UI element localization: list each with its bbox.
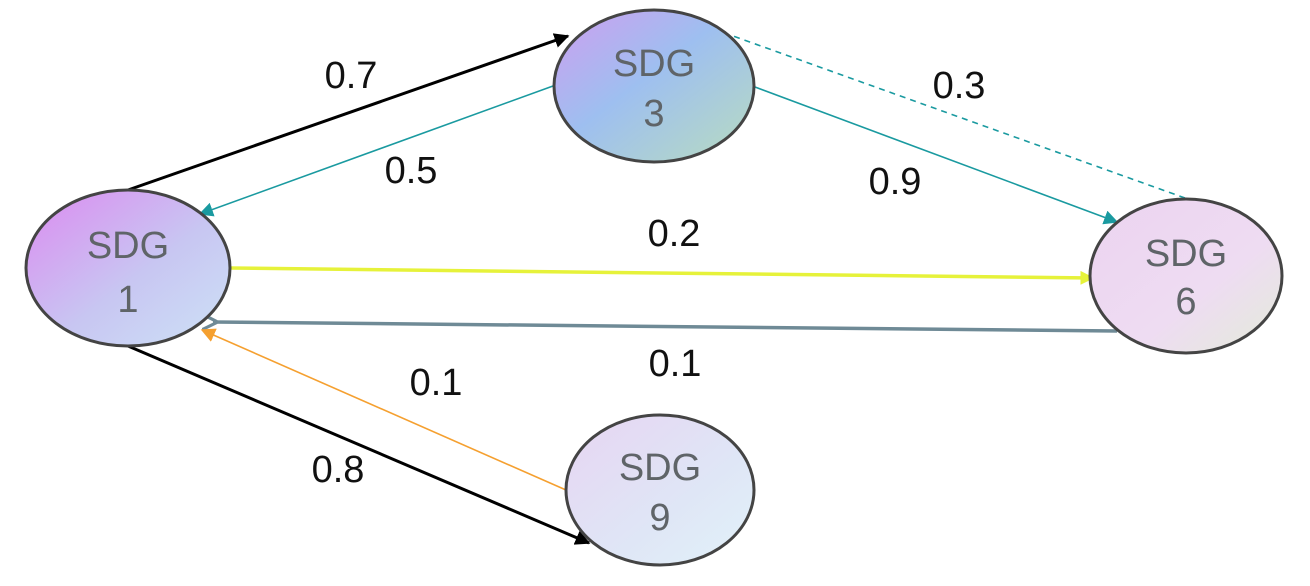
node-sdg6-line2: 6 — [1175, 281, 1196, 323]
edge-label-sdg3-sdg6: 0.9 — [869, 161, 922, 203]
node-sdg1: SDG 1 — [24, 188, 232, 348]
edge-label-sdg6-sdg3: 0.3 — [933, 65, 986, 107]
node-sdg6-line1: SDG — [1145, 233, 1227, 275]
edge-label-sdg3-sdg1: 0.5 — [385, 150, 438, 192]
edge-label-sdg6-sdg1: 0.1 — [649, 343, 702, 385]
edge-sdg3-to-sdg1 — [198, 85, 554, 217]
node-sdg3-line1: SDG — [613, 43, 695, 85]
edge-label-sdg1-sdg3: 0.7 — [325, 55, 378, 97]
node-sdg1-line2: 1 — [117, 279, 138, 321]
edge-sdg6-to-sdg3-dashed — [732, 35, 1186, 199]
edge-label-sdg9-sdg1: 0.1 — [410, 362, 463, 404]
edge-sdg1-to-sdg3 — [127, 33, 570, 192]
node-sdg9: SDG 9 — [564, 413, 756, 567]
edge-label-sdg1-sdg9: 0.8 — [312, 449, 365, 491]
node-sdg3-line2: 3 — [643, 93, 664, 135]
edge-sdg3-to-sdg6 — [754, 86, 1119, 225]
edge-label-sdg1-sdg6: 0.2 — [648, 213, 701, 255]
edge-sdg6-to-sdg1 — [213, 322, 1118, 333]
node-sdg1-line1: SDG — [87, 225, 169, 267]
node-sdg9-line2: 9 — [649, 497, 670, 539]
edge-sdg1-to-sdg6 — [229, 266, 1095, 285]
node-sdg6: SDG 6 — [1088, 197, 1284, 355]
edge-sdg1-to-sdg9 — [127, 344, 591, 545]
node-sdg9-line1: SDG — [619, 447, 701, 489]
edge-sdg9-to-sdg1 — [200, 328, 567, 491]
node-sdg3: SDG 3 — [552, 8, 756, 164]
